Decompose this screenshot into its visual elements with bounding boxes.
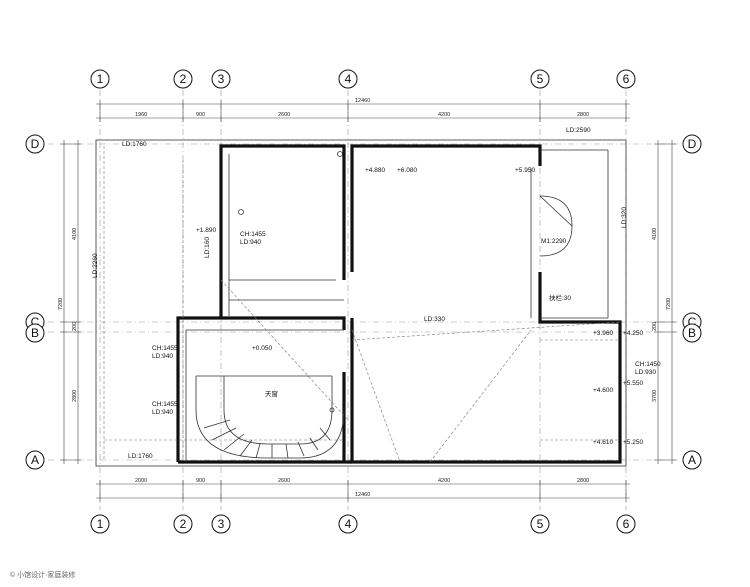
top-total-dim: 12460 (355, 98, 370, 104)
label-ld-1760-bottom: LD:1760 (128, 453, 153, 460)
label-ld-2590: LD:2590 (566, 127, 591, 134)
axis-col-3-top: 3 (218, 72, 225, 86)
bottom-dim-1: 2000 (135, 478, 147, 484)
axis-col-5-top: 5 (537, 72, 544, 86)
bottom-dimension-chain: 2000 900 2600 4200 2800 12460 (96, 478, 630, 502)
top-dim-5: 2800 (577, 112, 589, 118)
main-right-bottom-wall (350, 272, 622, 464)
axis-row-d-right: D (688, 137, 697, 151)
elev-5950: +5.950 (515, 167, 535, 174)
axis-col-1-bottom: 1 (97, 517, 104, 531)
label-ld-940-a: LD:940 (240, 239, 261, 246)
grid-lines (48, 90, 680, 510)
label-skylight: 天窗 (265, 389, 278, 398)
axis-col-2-top: 2 (180, 72, 187, 86)
axis-col-6-bottom: 6 (623, 517, 630, 531)
axis-row-b-right: B (688, 326, 696, 340)
elev-4250: +4.250 (623, 330, 643, 337)
axis-row-d-left: D (31, 137, 40, 151)
axis-row-a-left: A (31, 453, 39, 467)
top-dim-4: 4200 (438, 112, 450, 118)
axis-col-4-bottom: 4 (345, 517, 352, 531)
elev-3960: +3.960 (593, 330, 613, 337)
label-handrail: 扶栏:30 (549, 293, 571, 302)
main-top-wall (350, 144, 542, 272)
elev-4880: +4.880 (365, 167, 385, 174)
right-dimension-chain: 4100 200 3700 7200 (652, 140, 676, 464)
bottom-dim-5: 2800 (577, 478, 589, 484)
axis-col-3-bottom: 3 (218, 517, 225, 531)
bottom-total-dim: 12460 (355, 492, 370, 498)
elev-4600: +4.600 (593, 387, 613, 394)
outer-boundary (95, 139, 627, 467)
axis-col-2-bottom: 2 (180, 517, 187, 531)
right-dim-1: 4100 (652, 228, 658, 240)
top-dim-3: 2600 (278, 112, 290, 118)
axis-col-4-top: 4 (345, 72, 352, 86)
axis-col-5-bottom: 5 (537, 517, 544, 531)
stair-room-wall (176, 316, 346, 462)
label-ld-940-c: LD:940 (152, 409, 173, 416)
left-total-dim: 7200 (58, 298, 64, 310)
walls (176, 144, 622, 464)
label-ld-160: LD:160 (204, 237, 211, 258)
annotations: LD:1760 LD:2590 LD:2260 LD:160 LD:320 LD… (92, 127, 661, 460)
label-ch-1450: CH:1450 (635, 361, 661, 368)
stair (195, 151, 345, 459)
axis-row-b-left: B (31, 326, 39, 340)
row-bubbles-right: D C B A (682, 134, 702, 470)
label-ld-320: LD:320 (621, 207, 628, 228)
elev-4610: +4.610 (593, 439, 613, 446)
row-bubbles-left: D C B A (25, 134, 45, 470)
left-dimension-chain: 7200 4100 200 2800 (58, 140, 82, 464)
right-dim-2: 200 (652, 322, 658, 331)
label-ch-1455-b: CH:1455 (152, 345, 178, 352)
label-ld-940-b: LD:940 (152, 353, 173, 360)
label-ld-930: LD:930 (635, 369, 656, 376)
label-ld-330: LD:330 (424, 316, 445, 323)
right-total-dim: 7200 (666, 298, 672, 310)
label-ld-2260: LD:2260 (92, 253, 99, 278)
elev-6080: +6.080 (397, 167, 417, 174)
column-bubbles-top: 1 2 3 4 5 6 (90, 69, 636, 89)
label-ch-1455-c: CH:1455 (152, 401, 178, 408)
left-dim-2: 200 (72, 322, 78, 331)
top-dimension-chain: 12460 1960 900 2600 4200 2800 (96, 98, 630, 122)
left-dim-3: 2800 (72, 390, 78, 402)
elev-0050: +0.050 (252, 345, 272, 352)
inner-details (103, 146, 621, 463)
left-dim-1: 4100 (72, 228, 78, 240)
axis-row-a-right: A (688, 453, 696, 467)
label-door-2290: M1:2290 (541, 238, 567, 245)
axis-row-c-right: C (688, 315, 697, 329)
column-bubbles-bottom: 1 2 3 4 5 6 (90, 514, 636, 534)
bottom-dim-3: 2600 (278, 478, 290, 484)
elevation-marks: +4.880 +6.080 +5.950 +1.890 +0.050 +3.96… (196, 167, 643, 446)
axis-row-c-left: C (31, 315, 40, 329)
label-ld-1760-top: LD:1760 (122, 141, 147, 148)
axis-col-1-top: 1 (97, 72, 104, 86)
top-dim-1: 1960 (135, 112, 147, 118)
bottom-dim-4: 4200 (438, 478, 450, 484)
double-door (539, 195, 573, 257)
watermark-text: © 小馆设计·家庭装修 (10, 570, 75, 579)
elev-1890: +1.890 (196, 227, 216, 234)
upper-left-room-wall (219, 144, 346, 318)
elev-5550: +5.550 (623, 380, 643, 387)
bottom-dim-2: 900 (196, 478, 205, 484)
right-dim-3: 3700 (652, 390, 658, 402)
elev-5250: +5.250 (623, 439, 643, 446)
label-ch-1455-a: CH:1455 (240, 231, 266, 238)
axis-col-6-top: 6 (623, 72, 630, 86)
top-dim-2: 900 (196, 112, 205, 118)
